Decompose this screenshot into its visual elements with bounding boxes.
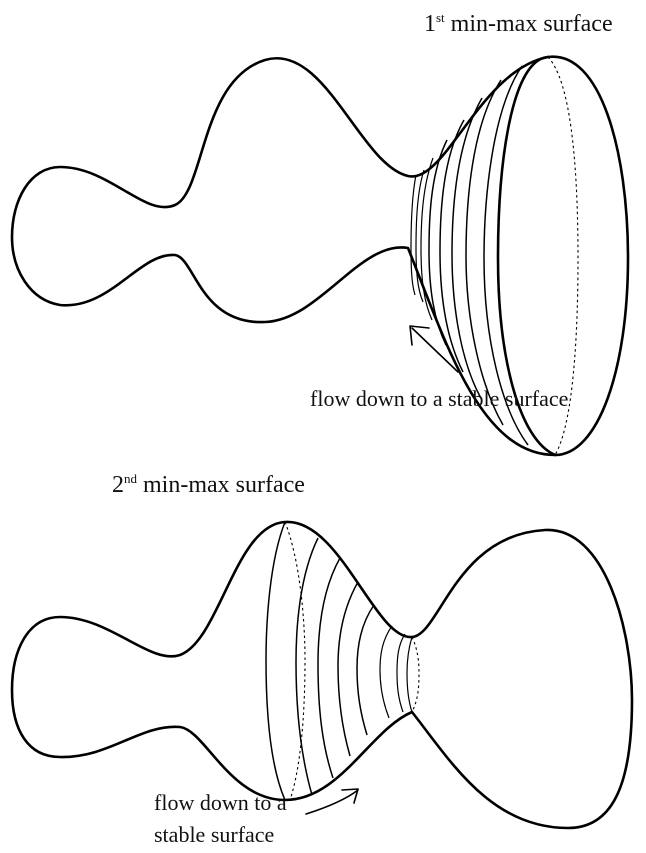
bottom-slice-6 — [379, 625, 393, 719]
bottom-title-number: 2 — [112, 472, 124, 498]
top-slice-3 — [451, 97, 483, 401]
top-arrow-caption: flow down to a stable surface — [310, 386, 568, 411]
bottom-arrow-caption-line1: flow down to a — [154, 790, 287, 815]
top-slice-2 — [465, 79, 504, 426]
top-disk-front-edge — [496, 55, 557, 457]
bottom-surface-outline — [10, 520, 634, 830]
top-title: 1st min-max surface — [424, 10, 613, 37]
bottom-title-text: min-max surface — [137, 472, 305, 498]
top-title-text: min-max surface — [445, 11, 613, 37]
top-slice-1 — [483, 65, 529, 446]
bottom-arrow-shaft — [305, 789, 359, 815]
top-panel: 1st min-max surface flow down to a stabl… — [10, 10, 630, 457]
top-arrow-head — [409, 325, 430, 346]
bottom-slice-5 — [356, 604, 375, 736]
top-title-superscript: st — [436, 10, 445, 25]
bottom-flow-arrow — [305, 788, 359, 815]
top-title-number: 1 — [424, 11, 436, 37]
bottom-slice-7 — [396, 633, 406, 713]
top-slice-4 — [439, 119, 465, 373]
top-arrow-shaft — [411, 327, 459, 373]
bottom-slice-2 — [295, 537, 319, 796]
bottom-slice-1 — [265, 521, 286, 801]
bottom-title-superscript: nd — [124, 471, 138, 486]
bottom-arrow-head — [341, 788, 359, 804]
top-slice-8 — [410, 174, 417, 296]
bottom-slice-hidden-edge — [284, 521, 306, 801]
bottom-slice-8 — [406, 636, 413, 713]
top-slice-6 — [420, 157, 434, 321]
bottom-arrow-caption-line2: stable surface — [154, 822, 274, 847]
top-flow-arrow — [409, 325, 459, 373]
top-slice-5 — [428, 139, 448, 346]
top-slice-7 — [415, 169, 425, 303]
top-disk-hidden-edge — [547, 56, 579, 456]
top-surface-outline — [10, 55, 630, 457]
bottom-panel: 2nd min-max surface flow down to a stabl… — [10, 471, 634, 847]
bottom-slice-3 — [317, 557, 341, 779]
bottom-slice-4 — [337, 581, 359, 757]
bottom-neck-hidden-edge — [411, 636, 420, 713]
bottom-title: 2nd min-max surface — [112, 471, 305, 498]
